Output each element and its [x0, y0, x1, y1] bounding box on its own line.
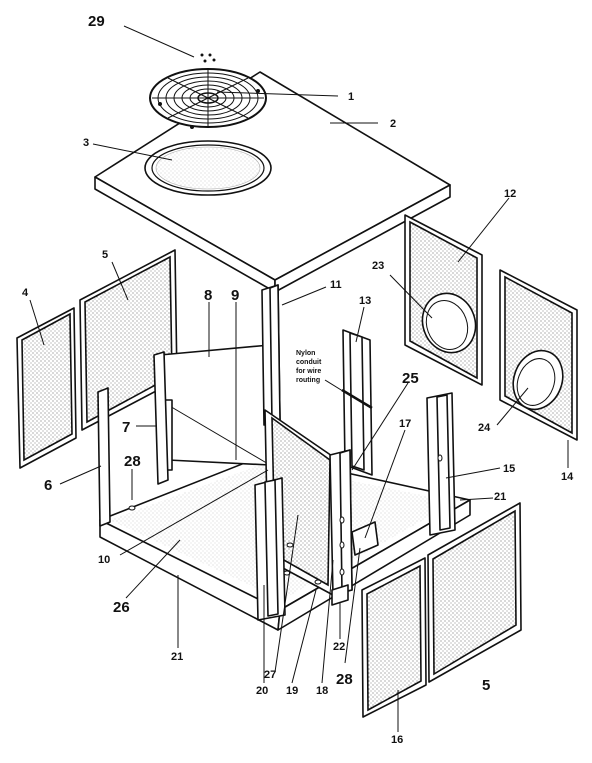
top-cover-panel: [94, 71, 451, 293]
label-15: 15: [503, 463, 515, 475]
label-24: 24: [478, 422, 491, 434]
corner-post-6: [97, 387, 111, 527]
center-post-11: [261, 284, 281, 426]
nylon-conduit: [341, 388, 373, 410]
label-26: 26: [113, 599, 130, 616]
label-9: 9: [231, 287, 239, 304]
control-bracket-17: [351, 521, 379, 556]
label-6: 6: [44, 477, 52, 494]
label-8: 8: [204, 287, 212, 304]
label-2: 2: [390, 118, 396, 130]
label-16: 16: [391, 734, 403, 746]
label-21-left: 21: [171, 651, 183, 663]
right-panel-12: [404, 214, 483, 386]
conduit-note: Nylon conduit for wire routing: [296, 350, 347, 394]
screws-icon: [200, 53, 216, 63]
label-20: 20: [256, 685, 268, 697]
label-5-left: 5: [102, 249, 108, 261]
label-5-right: 5: [482, 677, 490, 694]
label-22: 22: [333, 641, 345, 653]
front-center-post-18: [329, 449, 353, 596]
base-fasteners: [128, 505, 322, 585]
label-12: 12: [504, 188, 516, 200]
label-14: 14: [561, 471, 574, 483]
label-4: 4: [22, 287, 29, 299]
part-number-labels: 29 1 2 3 4 5 6 7 8 9 10 11 12 13 14 15 1…: [22, 13, 574, 746]
label-1: 1: [348, 91, 354, 103]
note-line-2: conduit: [296, 359, 322, 366]
label-11: 11: [330, 279, 342, 291]
front-panel-16: [361, 557, 427, 718]
left-panel-small: [16, 307, 77, 469]
label-10: 10: [98, 554, 110, 566]
corner-post-7: [153, 351, 169, 485]
label-17: 17: [399, 418, 411, 430]
label-7: 7: [122, 419, 130, 436]
label-21-right: 21: [494, 491, 506, 503]
label-19: 19: [286, 685, 298, 697]
rear-post-13: [342, 329, 373, 476]
fan-opening-ring: [144, 140, 272, 196]
back-partition-8: [159, 344, 271, 471]
fan-guard-grille: [149, 68, 267, 129]
label-28-left: 28: [124, 453, 141, 470]
label-18: 18: [316, 685, 328, 697]
leader-lines: [29, 25, 569, 732]
right-post-15: [426, 392, 456, 536]
right-panel-14: [499, 269, 578, 441]
support-22: [331, 584, 349, 606]
label-3: 3: [83, 137, 89, 149]
label-27: 27: [264, 669, 276, 681]
front-panel-5: [427, 502, 522, 683]
label-28-right: 28: [336, 671, 353, 688]
note-line-4: routing: [296, 377, 320, 384]
left-panel-large: [79, 249, 178, 431]
note-line-3: for wire: [296, 368, 321, 375]
label-13: 13: [359, 295, 371, 307]
label-25: 25: [402, 370, 419, 387]
note-line-1: Nylon: [296, 350, 315, 357]
label-23: 23: [372, 260, 384, 272]
label-29: 29: [88, 13, 105, 30]
front-post-20: [254, 477, 286, 621]
